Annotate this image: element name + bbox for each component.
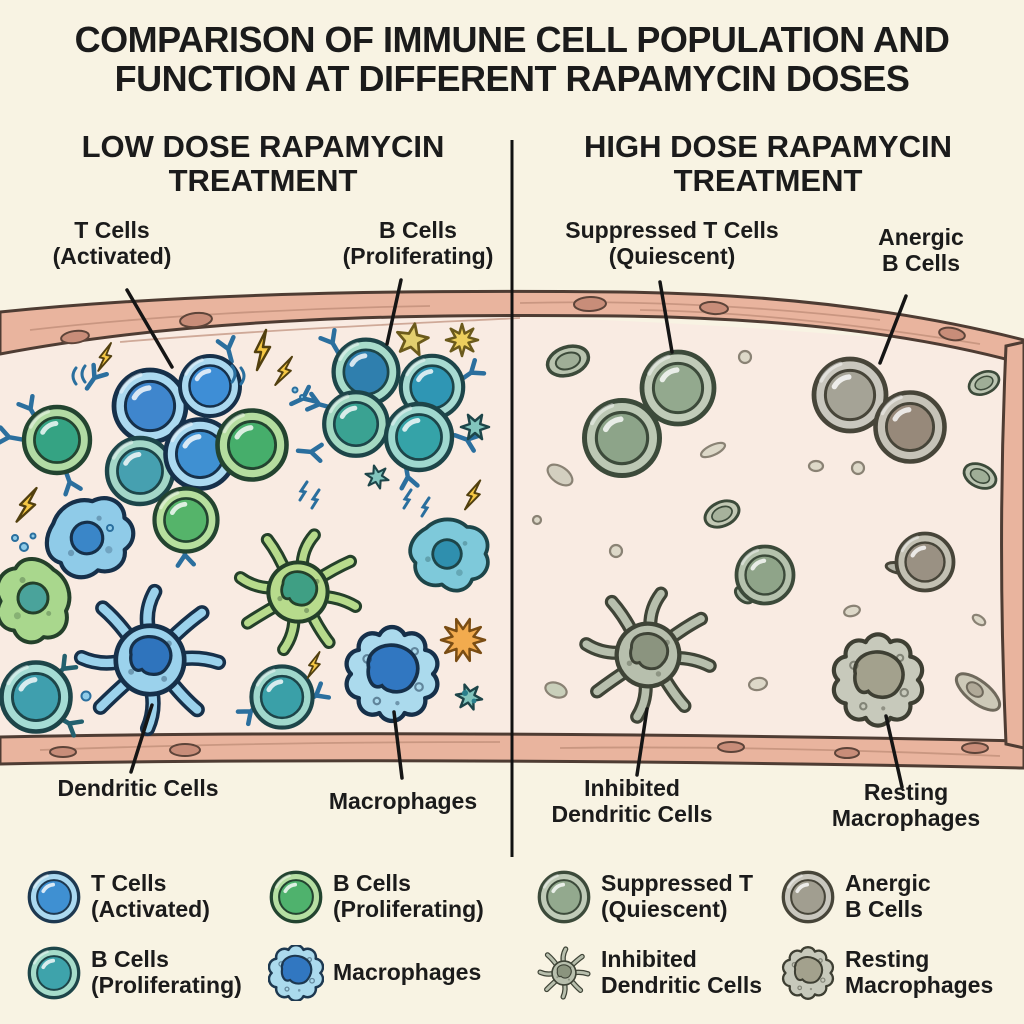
dendritic-cells-label: Dendritic Cells — [57, 775, 219, 801]
activation-stars — [361, 319, 491, 712]
annotation-pointer-lines — [125, 278, 908, 789]
legend-high-dose: Suppressed T (Quiescent) Anergic B Cells… — [536, 864, 1018, 1006]
dendritic-pointer — [129, 703, 154, 774]
cell-debris — [531, 349, 987, 699]
vessel-wall-nuclei — [49, 295, 989, 759]
resting-macrophage — [834, 634, 922, 725]
b-cell-green — [155, 489, 218, 552]
b-cell — [386, 404, 452, 470]
macrophage-icon — [268, 945, 324, 1001]
t-cells-label: T Cells (Activated) — [52, 217, 172, 269]
suppressed-t-cell-icon — [537, 870, 591, 924]
title-line-1: COMPARISON OF IMMUNE CELL POPULATION AND — [74, 19, 950, 60]
macrophages-pointer — [392, 710, 404, 780]
macrophages-label: Macrophages — [328, 788, 478, 814]
low-dose-cell-population — [0, 319, 501, 735]
legend-item-suppressed-t: Suppressed T (Quiescent) — [536, 864, 774, 930]
b-cell-proliferating-green-icon — [269, 870, 323, 924]
anergic-b-pointer — [878, 294, 908, 365]
legend-item-t-cells: T Cells (Activated) — [26, 864, 262, 930]
high-dose-cell-population — [531, 339, 1005, 726]
t-cell-activated-icon — [27, 870, 81, 924]
macrophage-blue — [347, 627, 438, 721]
quiescent-cell-with-tail — [733, 547, 793, 607]
spark-marks — [71, 364, 431, 518]
resting-macrophage-pointer — [884, 714, 904, 789]
b-cells-label: B Cells (Proliferating) — [342, 217, 494, 269]
legend-item-anergic-b: Anergic B Cells — [780, 864, 1018, 930]
inhibited-dendritic-label: Inhibited Dendritic Cells — [551, 775, 713, 827]
high-dose-header: HIGH DOSE RAPAMYCIN TREATMENT — [583, 129, 952, 199]
legend-item-b-cells-teal: B Cells (Proliferating) — [26, 940, 262, 1006]
b-cell-teal — [107, 438, 173, 504]
anergic-b-cell-icon — [781, 870, 835, 924]
bubble-dots — [11, 386, 305, 702]
b-cells-pointer — [385, 278, 403, 346]
b-cell — [324, 392, 388, 456]
b-cell-green — [218, 411, 287, 480]
resting-macrophage-icon — [781, 946, 835, 1000]
suppressed-t-label: Suppressed T Cells (Quiescent) — [565, 217, 779, 269]
inhibited-dendritic-pointer — [635, 707, 649, 777]
b-cell-proliferating-teal-icon — [27, 946, 81, 1000]
legend-item-inhibited-dendritic: Inhibited Dendritic Cells — [536, 940, 774, 1006]
elongated-debris-cell — [954, 672, 1002, 712]
low-dose-header: LOW DOSE RAPAMYCIN TREATMENT — [81, 129, 445, 199]
t-cells-pointer — [125, 288, 174, 369]
vessel-wall-streaks — [29, 301, 1001, 757]
quiescent-cell-with-tail — [884, 534, 953, 591]
anergic-b-label: Anergic B Cells — [878, 224, 964, 276]
page-title: COMPARISON OF IMMUNE CELL POPULATION AND… — [0, 19, 1024, 100]
suppressed-t-pointer — [658, 280, 674, 354]
resting-macrophages-label: Resting Macrophages — [831, 779, 981, 831]
vessel-wall-right — [1000, 340, 1024, 750]
legend-item-macrophages: Macrophages — [268, 940, 504, 1006]
legend-low-dose: T Cells (Activated) B Cells (Proliferati… — [26, 864, 504, 1006]
inhibited-dendritic-cell-icon — [536, 945, 592, 1001]
title-line-2: FUNCTION AT DIFFERENT RAPAMYCIN DOSES — [114, 58, 910, 100]
legend-item-resting-macrophages: Resting Macrophages — [780, 940, 1018, 1006]
legend-item-b-cells-green: B Cells (Proliferating) — [268, 864, 504, 930]
